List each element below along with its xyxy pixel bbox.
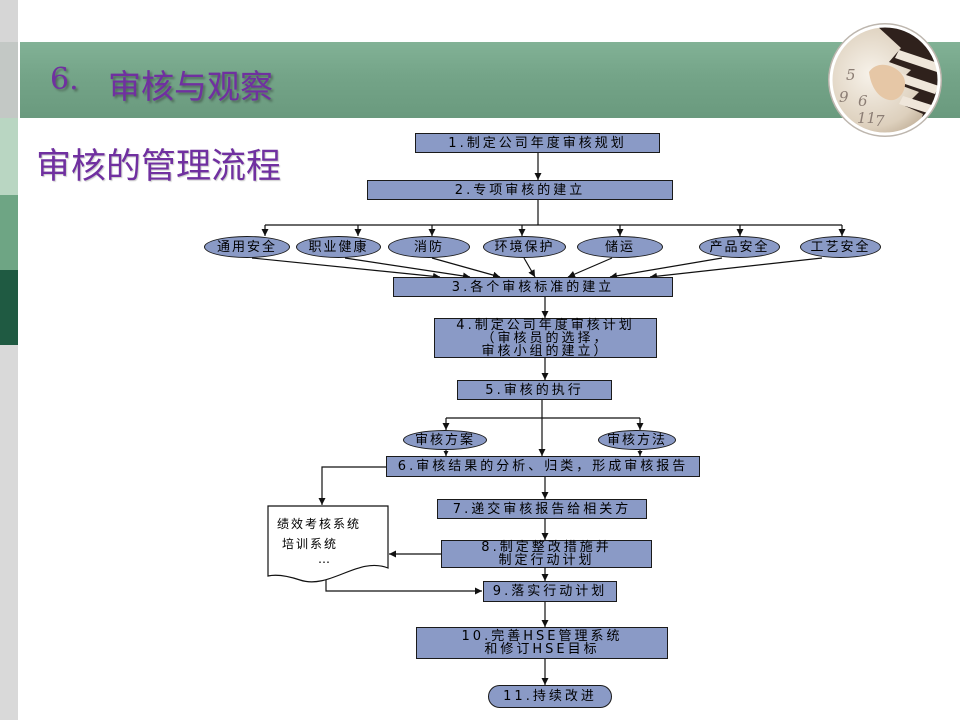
systems-document-shape [267,505,389,583]
clock-digit-5: 5 [846,66,856,84]
clock-digit-6: 6 [858,92,868,110]
clock-digit-11: 11 [857,109,876,127]
left-strip-gray-bottom [0,345,18,720]
slide-title: 审核与观察 [108,67,273,106]
left-strip-gray-top [0,0,18,42]
step-7-box: 7.递交审核报告给相关方 [437,499,647,519]
arrow-cat-6-to-step3 [609,257,723,280]
arrow-cat-7-to-step3 [649,257,823,280]
arrow-step6-to-systems [318,466,386,505]
arrow-cat-1-to-step3 [251,257,441,280]
step-10-line-2: 和修订HSE目标 [484,642,600,657]
hand-shape [869,64,906,101]
step-1-box: 1.制定公司年度审核规划 [415,133,660,153]
step-4-line-2: （审核员的选择， [481,330,610,346]
step-10-line-1: 10.完善HSE管理系统 [461,629,623,644]
arrow-cat-4-to-step3 [523,257,536,278]
arrow-systems-to-step9 [325,577,482,595]
step-4-line-3: 审核小组的建立） [481,343,610,359]
category-product-safety: 产品安全 [699,236,780,258]
input-audit-method: 审核方法 [598,430,676,450]
arrow-cat-2-to-step3 [344,257,471,280]
arrow-cat-3-to-step3 [431,257,501,279]
step-5-box: 5.审核的执行 [457,380,612,400]
category-occupational-health: 职业健康 [296,236,381,258]
step-8-line-1: 8.制定整改措施并 [481,540,612,555]
arrow-cat-5-to-step3 [567,257,613,278]
left-strip-gray-band [0,42,18,118]
category-environmental: 环境保护 [483,236,566,258]
systems-line-performance: 绩效考核系统 [277,517,362,531]
input-audit-plan: 审核方案 [403,430,487,450]
step-2-box: 2.专项审核的建立 [367,180,673,200]
header-band [20,42,960,118]
step-10-box: 10.完善HSE管理系统 和修订HSE目标 [416,627,668,659]
left-strip-dark-green [0,270,18,345]
step-6-box: 6.审核结果的分析、归类，形成审核报告 [386,456,700,477]
step-8-line-2: 制定行动计划 [498,553,595,568]
flowchart-heading: 审核的管理流程 [36,147,282,187]
step-8-box: 8.制定整改措施并 制定行动计划 [441,540,652,568]
step-11-box: 11.持续改进 [488,685,612,708]
step-9-box: 9.落实行动计划 [483,581,617,602]
systems-line-ellipsis: … [318,552,332,566]
category-process-safety: 工艺安全 [800,236,881,258]
slide-title-number: 6. [50,62,79,97]
left-strip-mid-green [0,195,18,270]
category-fire-protection: 消防 [388,236,470,258]
systems-line-training: 培训系统 [282,537,339,551]
clock-digit-7: 7 [875,112,885,130]
category-storage-transport: 储运 [577,236,663,258]
clock-piano-photo: 5 9 6 11 7 [828,23,942,137]
step-3-box: 3.各个审核标准的建立 [393,277,673,297]
clock-digit-9: 9 [839,88,849,106]
step-4-line-1: 4.制定公司年度审核计划 [456,317,635,333]
step-4-box: 4.制定公司年度审核计划 （审核员的选择， 审核小组的建立） [434,318,657,358]
left-strip-pale-green [0,118,18,195]
category-general-safety: 通用安全 [204,236,290,258]
